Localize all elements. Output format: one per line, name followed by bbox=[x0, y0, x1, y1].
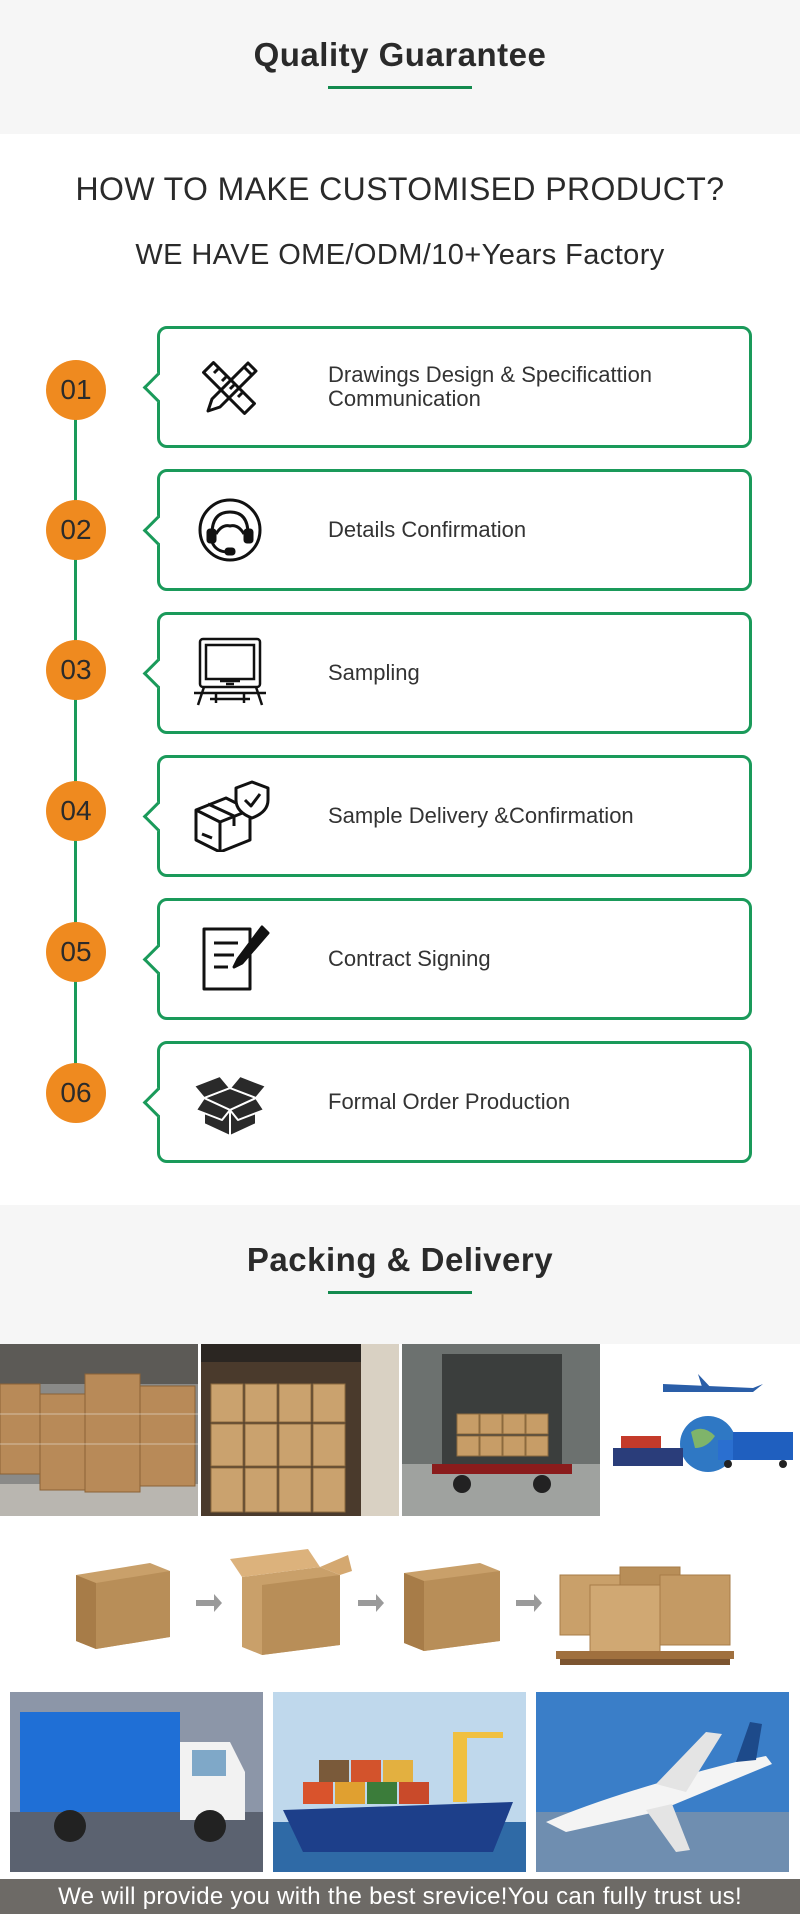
step-card-05: Contract Signing bbox=[157, 898, 752, 1020]
step-card-02: Details Confirmation bbox=[157, 469, 752, 591]
step-text-01: Drawings Design & Specificattion Communi… bbox=[328, 329, 728, 445]
step-line-01a: Drawings Design & Specificattion bbox=[328, 361, 653, 387]
carton-process-row bbox=[76, 1549, 734, 1665]
step-text-04: Sample Delivery &Confirmation bbox=[328, 802, 634, 828]
arrow-icon-1 bbox=[196, 1594, 222, 1612]
quality-title: Quality Guarantee bbox=[253, 36, 547, 73]
step-number-02: 02 bbox=[46, 500, 106, 560]
arrow-icon-3 bbox=[516, 1594, 542, 1612]
step-card-01: Drawings Design & Specificattion Communi… bbox=[157, 326, 752, 448]
custom-subheadline: WE HAVE OME/ODM/10+Years Factory bbox=[135, 239, 665, 271]
quality-underline bbox=[328, 86, 472, 89]
step-card-04: Sample Delivery &Confirmation bbox=[157, 755, 752, 877]
packing-title: Packing & Delivery bbox=[246, 1241, 554, 1278]
arrow-icon-2 bbox=[358, 1594, 384, 1612]
step-card-03: Sampling bbox=[157, 612, 752, 734]
step-number-01: 01 bbox=[46, 360, 106, 420]
packing-underline bbox=[328, 1291, 472, 1294]
footer-trust-banner: We will provide you with the best srevic… bbox=[0, 1879, 800, 1914]
step-line-01b: Communication bbox=[328, 386, 481, 411]
headset-support-icon bbox=[190, 494, 270, 566]
box-shield-icon bbox=[190, 780, 270, 854]
step-number-03: 03 bbox=[46, 640, 106, 700]
palletized-cartons-icon bbox=[556, 1566, 734, 1665]
timeline-line bbox=[74, 385, 77, 1095]
step-card-06: Formal Order Production bbox=[157, 1041, 752, 1163]
carton-open-icon bbox=[230, 1549, 352, 1655]
container-loading-photo bbox=[201, 1344, 399, 1516]
step-text-05: Contract Signing bbox=[328, 945, 491, 971]
step-number-05: 05 bbox=[46, 922, 106, 982]
step-text-06: Formal Order Production bbox=[328, 1088, 571, 1114]
step-number-06: 06 bbox=[46, 1063, 106, 1123]
pencil-ruler-icon bbox=[190, 351, 270, 423]
truck-loading-photo bbox=[402, 1344, 600, 1516]
packing-band bbox=[0, 1205, 800, 1344]
step-number-04: 04 bbox=[46, 781, 106, 841]
carton-taped-icon bbox=[404, 1563, 500, 1651]
warehouse-boxes-photo bbox=[0, 1344, 198, 1516]
carton-closed-icon bbox=[76, 1563, 170, 1649]
open-box-icon bbox=[190, 1066, 270, 1138]
truck-transport-photo bbox=[10, 1692, 263, 1872]
contract-pen-icon bbox=[190, 923, 270, 995]
step-text-03: Sampling bbox=[328, 659, 420, 685]
quality-band bbox=[0, 0, 800, 134]
airplane-photo bbox=[536, 1692, 789, 1872]
global-shipping-photo bbox=[603, 1344, 800, 1516]
step-text-02: Details Confirmation bbox=[328, 516, 527, 542]
cargo-ship-photo bbox=[273, 1692, 526, 1872]
custom-headline: HOW TO MAKE CUSTOMISED PRODUCT? bbox=[75, 171, 725, 207]
machine-icon bbox=[190, 637, 270, 709]
